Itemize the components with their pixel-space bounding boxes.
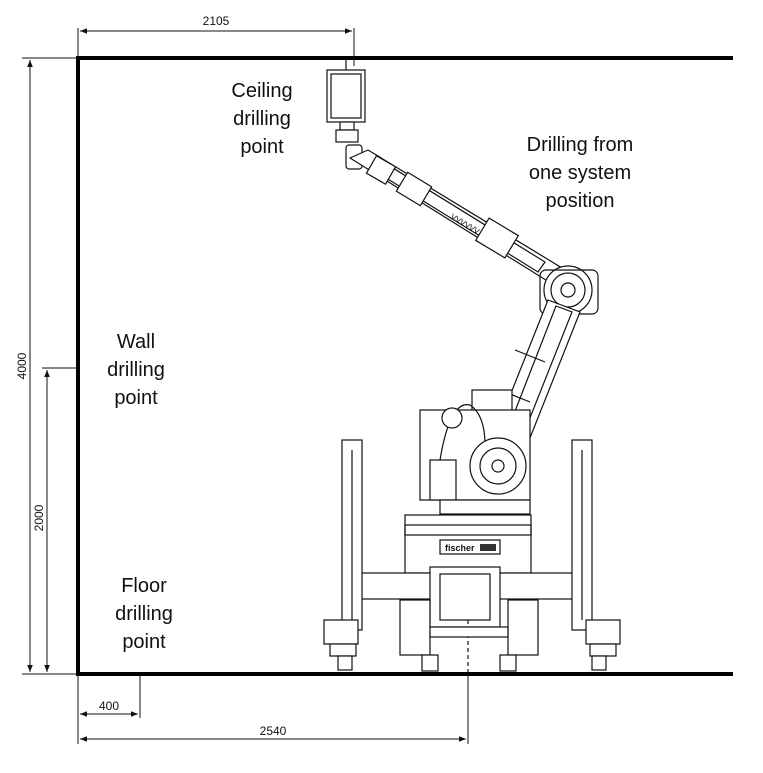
system-label-line-1: Drilling from — [526, 134, 634, 156]
floor-label-line-3: point — [122, 631, 166, 653]
upper-arm: VVVVVV — [348, 149, 591, 301]
dim-text-2000: 2000 — [32, 504, 46, 531]
feet — [421, 654, 517, 672]
system-label-line-3: position — [545, 190, 615, 212]
crossbeam — [351, 566, 589, 672]
system-label-line-2: one system — [528, 162, 632, 184]
drill-head — [326, 60, 366, 170]
wall-label-line-1: Wall — [116, 331, 156, 353]
ceiling-label-line-1: Ceiling — [231, 80, 293, 102]
dim-text-2105: 2105 — [203, 14, 230, 28]
room-outline — [76, 56, 733, 676]
turret — [419, 389, 531, 515]
dim-text-2540: 2540 — [260, 724, 287, 738]
ceiling-drilling-label: Ceiling drilling point — [214, 77, 310, 161]
dimension-lines — [22, 28, 469, 744]
dim-text-400: 400 — [99, 699, 119, 713]
wall-drilling-label: Wall drilling point — [88, 328, 184, 412]
brand-label: fischer — [445, 543, 475, 553]
floor-label-line-1: Floor — [121, 575, 167, 597]
floor-label-line-2: drilling — [115, 603, 173, 625]
left-outrigger — [323, 439, 363, 671]
right-outrigger — [571, 439, 621, 671]
ceiling-label-line-3: point — [240, 136, 284, 158]
dim-text-4000: 4000 — [15, 352, 29, 379]
chassis: fischer — [404, 514, 532, 574]
elbow-joint — [539, 265, 599, 315]
wall-label-line-2: drilling — [107, 359, 165, 381]
floor-drilling-label: Floor drilling point — [96, 572, 192, 656]
ceiling-label-line-2: drilling — [233, 108, 291, 130]
drilling-robot: VVVVVV — [323, 60, 621, 672]
system-position-label: Drilling from one system position — [505, 131, 655, 215]
wall-label-line-3: point — [114, 387, 158, 409]
